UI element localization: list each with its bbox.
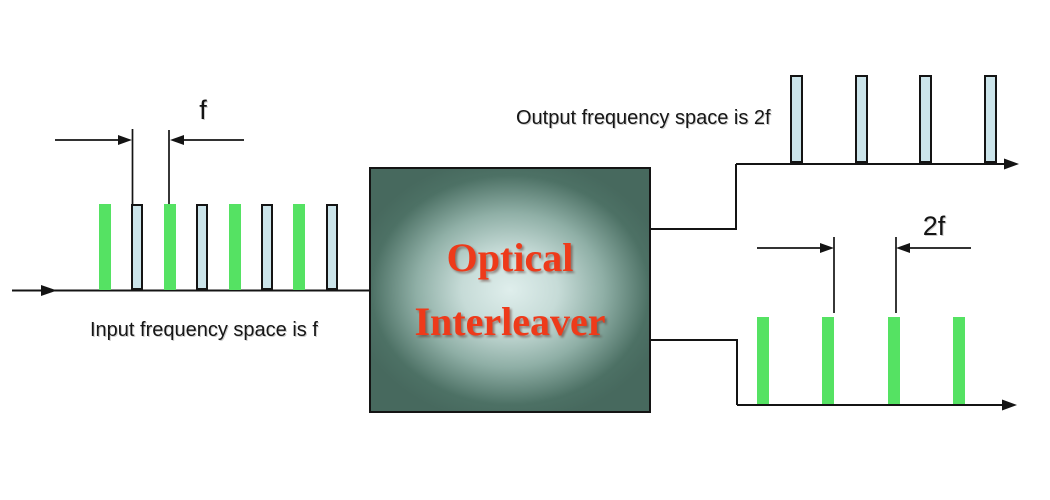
blue-channel-bar: [854, 75, 868, 163]
input-axis-arrowhead: [41, 285, 57, 296]
green-channel-bar: [228, 204, 241, 290]
2f-spacing-label: 2f: [922, 211, 946, 241]
output-spectrum-caption: Output frequency space is 2f: [516, 107, 771, 129]
green-channel-bar: [887, 317, 900, 404]
lower-output-spectrum-bars: [757, 317, 965, 404]
green-channel-bar: [163, 204, 176, 290]
blue-channel-bar: [131, 204, 144, 290]
input-spectrum-caption: Input frequency space is f: [90, 319, 318, 341]
f-dim-arrow-left-head: [118, 135, 132, 145]
green-channel-bar: [822, 317, 835, 404]
lower-output-axis-arrowhead: [1002, 399, 1017, 411]
green-channel-bar: [952, 317, 965, 404]
blue-channel-bar: [919, 75, 933, 163]
2f-dim-arrow-left-head: [820, 243, 834, 253]
f-spacing-label: f: [199, 95, 207, 125]
2f-dim-arrow-right-head: [896, 243, 910, 253]
lower-output-connector: [651, 339, 738, 405]
box-title-line-1: Optical: [446, 235, 574, 280]
upper-output-connector: [651, 164, 737, 230]
upper-output-axis-arrowhead: [1004, 158, 1019, 170]
green-channel-bar: [293, 204, 306, 290]
input-spectrum-bars: [99, 204, 338, 290]
blue-channel-bar: [790, 75, 803, 163]
blue-channel-bar: [196, 204, 209, 290]
box-title-line-2: Interleaver: [414, 299, 606, 344]
upper-output-spectrum-bars: [790, 75, 998, 163]
f-dim-arrow-right-head: [170, 135, 184, 145]
blue-channel-bar: [984, 75, 998, 163]
green-channel-bar: [99, 204, 111, 290]
blue-channel-bar: [325, 204, 338, 290]
blue-channel-bar: [260, 204, 273, 290]
green-channel-bar: [757, 317, 769, 404]
optical-interleaver-box: Optical Interleaver: [369, 167, 651, 413]
